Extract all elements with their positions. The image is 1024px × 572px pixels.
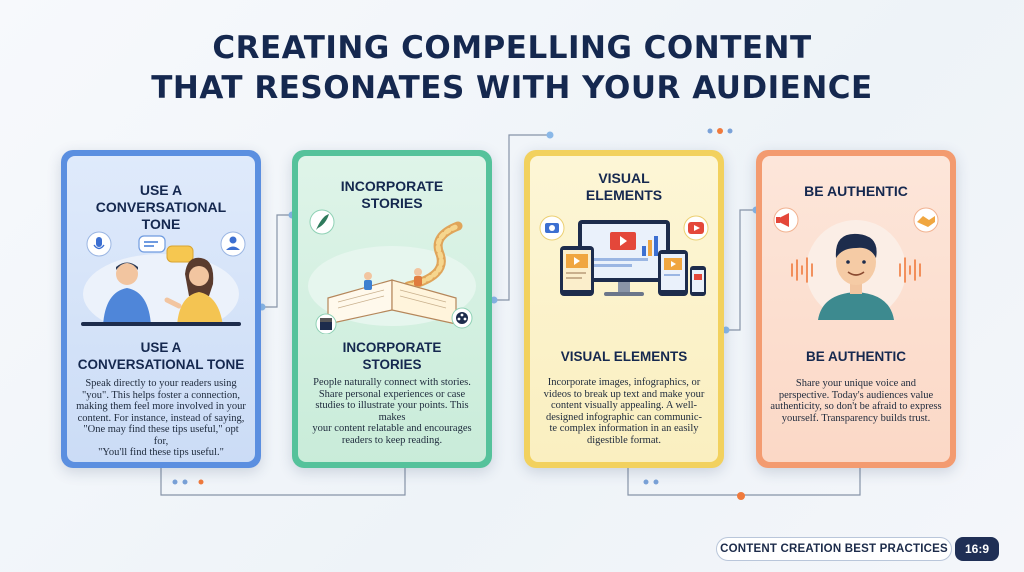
body-line: studies to illustrate your points. This …	[315, 400, 469, 423]
card-body: Incorporate images, infographics, or vid…	[538, 377, 710, 446]
sub-heading-line: VISUAL ELEMENTS	[560, 349, 688, 364]
body-line: perspective. Today's audiences value	[778, 389, 934, 401]
heading-line: TONE	[141, 216, 181, 232]
body-line: content. For instance, instead of saying…	[77, 412, 245, 424]
card-sub-heading: INCORPORATE STORIES	[298, 339, 486, 373]
body-line: te complex information in an easily	[549, 423, 699, 434]
film-reel-icon	[451, 307, 473, 329]
quill-icon	[309, 209, 335, 235]
body-line: designed infographic can communic-	[546, 411, 702, 423]
aspect-ratio-badge: 16:9	[955, 537, 999, 561]
tablet-icon	[560, 246, 594, 296]
camera-icon	[539, 215, 565, 241]
card-incorporate-stories: INCORPORATE STORIES	[292, 150, 492, 468]
body-line: yourself. Transparency builds trust.	[781, 412, 931, 424]
body-line: Speak directly to your readers using	[85, 378, 237, 389]
play-icon	[683, 215, 709, 241]
page-title: CREATING COMPELLING CONTENT THAT RESONAT…	[0, 28, 1024, 108]
body-line: "You'll find these tips useful."	[98, 447, 224, 458]
footer-label: CONTENT CREATION BEST PRACTICES	[716, 537, 952, 561]
card-body: Share your unique voice and perspective.…	[770, 378, 942, 424]
body-line: your content relatable and encourages	[312, 423, 472, 434]
monitor-icon	[578, 220, 670, 296]
body-line: People naturally connect with stories.	[313, 377, 471, 388]
card-sub-heading: BE AUTHENTIC	[762, 348, 950, 365]
card-conversational-tone: USE A CONVERSATIONAL TONE	[61, 150, 261, 468]
heading-line: USE A	[139, 182, 183, 198]
microphone-icon	[86, 231, 112, 257]
megaphone-icon	[773, 207, 799, 233]
sub-heading-line: BE AUTHENTIC	[806, 349, 906, 364]
body-line: Share personal experiences or case	[318, 388, 466, 400]
user-icon	[220, 231, 246, 257]
body-line: Share your unique voice and	[795, 378, 917, 389]
card-top-heading: BE AUTHENTIC	[762, 183, 950, 200]
card-sub-heading: USE A CONVERSATIONAL TONE	[67, 339, 255, 373]
authentic-illustration	[773, 207, 939, 320]
handshake-icon	[913, 207, 939, 233]
card-be-authentic: BE AUTHENTIC	[756, 150, 956, 468]
card-top-heading: VISUAL ELEMENTS	[530, 170, 718, 204]
heading-line: INCORPORATE	[340, 178, 444, 194]
card-body: Speak directly to your readers using "yo…	[75, 378, 247, 459]
title-line-2: THAT RESONATES WITH YOUR AUDIENCE	[151, 70, 873, 106]
woman-figure	[164, 257, 223, 326]
heading-line: VISUAL	[598, 170, 650, 186]
body-line: "you". This helps foster a connection,	[82, 389, 240, 401]
stories-illustration	[308, 209, 476, 334]
card-top-heading: INCORPORATE STORIES	[298, 178, 486, 212]
heading-line: ELEMENTS	[585, 187, 663, 203]
chat-bubble-icon	[138, 235, 194, 263]
body-line: content visually appealing. A well-	[550, 400, 698, 411]
sub-heading-line: USE A	[140, 340, 182, 355]
body-line: videos to break up text and make your	[543, 388, 705, 400]
phone-small-icon	[690, 266, 706, 296]
body-line: digestible format.	[586, 434, 662, 446]
card-body: People naturally connect with stories. S…	[306, 377, 478, 446]
sub-heading-line: STORIES	[362, 357, 422, 372]
open-book-icon	[327, 279, 457, 325]
body-line: Incorporate images, infographics, or	[547, 377, 701, 388]
person-icon	[818, 233, 894, 320]
sub-heading-line: INCORPORATE	[342, 340, 442, 355]
sub-heading-line: CONVERSATIONAL TONE	[77, 357, 245, 372]
card-visual-elements: VISUAL ELEMENTS	[524, 150, 724, 468]
title-line-1: CREATING COMPELLING CONTENT	[212, 30, 812, 66]
devices-illustration	[539, 215, 709, 296]
heading-line: BE AUTHENTIC	[804, 183, 908, 199]
conversation-illustration	[81, 231, 246, 326]
sound-wave-icon	[791, 257, 921, 283]
body-line: making them feel more involved in your	[76, 401, 246, 412]
card-top-heading: USE A CONVERSATIONAL TONE	[67, 182, 255, 233]
card-sub-heading: VISUAL ELEMENTS	[530, 348, 718, 365]
heading-line: CONVERSATIONAL	[95, 199, 227, 215]
body-line: "One may find these tips useful," opt fo…	[83, 424, 239, 447]
heading-line: STORIES	[361, 195, 423, 211]
clapperboard-icon	[315, 313, 337, 334]
man-figure	[103, 262, 151, 326]
body-line: authenticity, so don't be afraid to expr…	[770, 401, 942, 412]
body-line: readers to keep reading.	[341, 434, 443, 446]
phone-icon	[658, 250, 688, 296]
